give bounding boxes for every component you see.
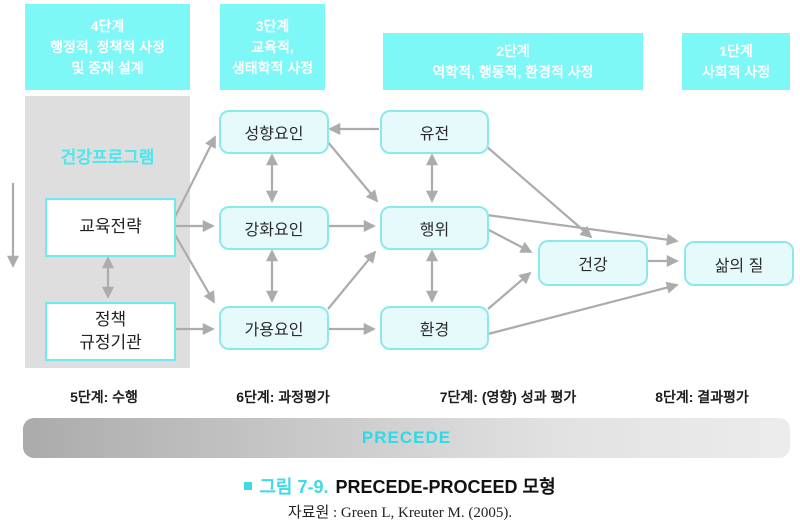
stage4-header: 4단계 행정적, 정책적 사정 및 중재 설계	[25, 4, 190, 90]
stage2-line1: 2단계	[496, 42, 530, 59]
arrow-environment-to-quality-of-life	[487, 281, 679, 336]
arrow-enabling-to-behavior	[327, 250, 377, 310]
node-predisposing-label: 성향요인	[244, 126, 304, 143]
education-strategy-label: 교육전략	[79, 217, 142, 237]
arrow-education-to-predisposing	[173, 135, 216, 220]
node-environment-label: 환경	[419, 322, 450, 339]
precede-bar: PRECEDE	[23, 418, 790, 458]
node-health: 건강	[538, 240, 648, 286]
stage2-line2: 역학적, 행동적, 환경적 사정	[432, 63, 594, 80]
stage8-label: 8단계: 결과평가	[655, 389, 749, 405]
figure-title: PRECEDE-PROCEED 모형	[335, 477, 556, 497]
node-genetics-label: 유전	[419, 126, 450, 143]
stage4-line3: 및 중재 설계	[71, 59, 144, 76]
policy-line1: 정책	[94, 309, 127, 329]
arrow-environment-to-health	[487, 271, 532, 310]
node-behavior-label: 행위	[419, 222, 450, 239]
node-enabling-label: 가용요인	[244, 322, 304, 339]
figure-number: 그림 7-9.	[259, 477, 329, 497]
node-predisposing: 성향요인	[219, 110, 329, 154]
node-reinforcing: 강화요인	[219, 206, 329, 250]
arrow-behavior-to-quality-of-life	[486, 213, 679, 246]
stage3-line3: 생태학적 사정	[231, 59, 314, 76]
stage1-header: 1단계 사회적 사정	[682, 33, 790, 90]
node-reinforcing-label: 강화요인	[244, 222, 304, 239]
caption-square-bullet-icon	[244, 482, 253, 490]
stage4-line1: 4단계	[90, 17, 125, 34]
node-genetics: 유전	[380, 110, 489, 154]
stage3-line2: 교육적,	[251, 38, 294, 55]
health-program-title: 건강프로그램	[60, 148, 155, 167]
figure-source: 자료원 : Green L, Kreuter M. (2005).	[287, 505, 513, 521]
stage3-line1: 3단계	[255, 17, 290, 34]
stage1-line2: 사회적 사정	[701, 63, 771, 80]
stage1-line1: 1단계	[719, 42, 753, 59]
stage7-label: 7단계: (영향) 성과 평가	[439, 389, 577, 405]
education-strategy-box: 교육전략	[45, 198, 176, 257]
node-quality-of-life: 삶의 질	[684, 241, 794, 286]
precede-bar-label: PRECEDE	[361, 428, 452, 447]
node-environment: 환경	[380, 306, 489, 350]
arrow-predisposing-to-behavior	[326, 140, 379, 203]
stage5-label: 5단계: 수행	[70, 389, 138, 405]
node-behavior: 행위	[380, 206, 489, 250]
stage6-label: 6단계: 과정평가	[236, 389, 330, 405]
figure-caption: 그림 7-9. PRECEDE-PROCEED 모형	[0, 473, 800, 499]
stage3-header: 3단계 교육적, 생태학적 사정	[220, 4, 325, 90]
stage2-header: 2단계 역학적, 행동적, 환경적 사정	[383, 33, 643, 90]
node-quality-of-life-label: 삶의 질	[714, 257, 764, 275]
node-health-label: 건강	[578, 257, 608, 274]
arrow-education-to-enabling	[173, 232, 215, 304]
stage4-line2: 행정적, 정책적 사정	[50, 38, 165, 55]
policy-regulation-box: 정책 규정기관	[45, 302, 176, 361]
node-enabling: 가용요인	[219, 306, 329, 350]
arrow-genetics-to-health	[485, 145, 593, 239]
arrow-behavior-to-health	[486, 228, 533, 253]
policy-line2: 규정기관	[79, 332, 142, 352]
